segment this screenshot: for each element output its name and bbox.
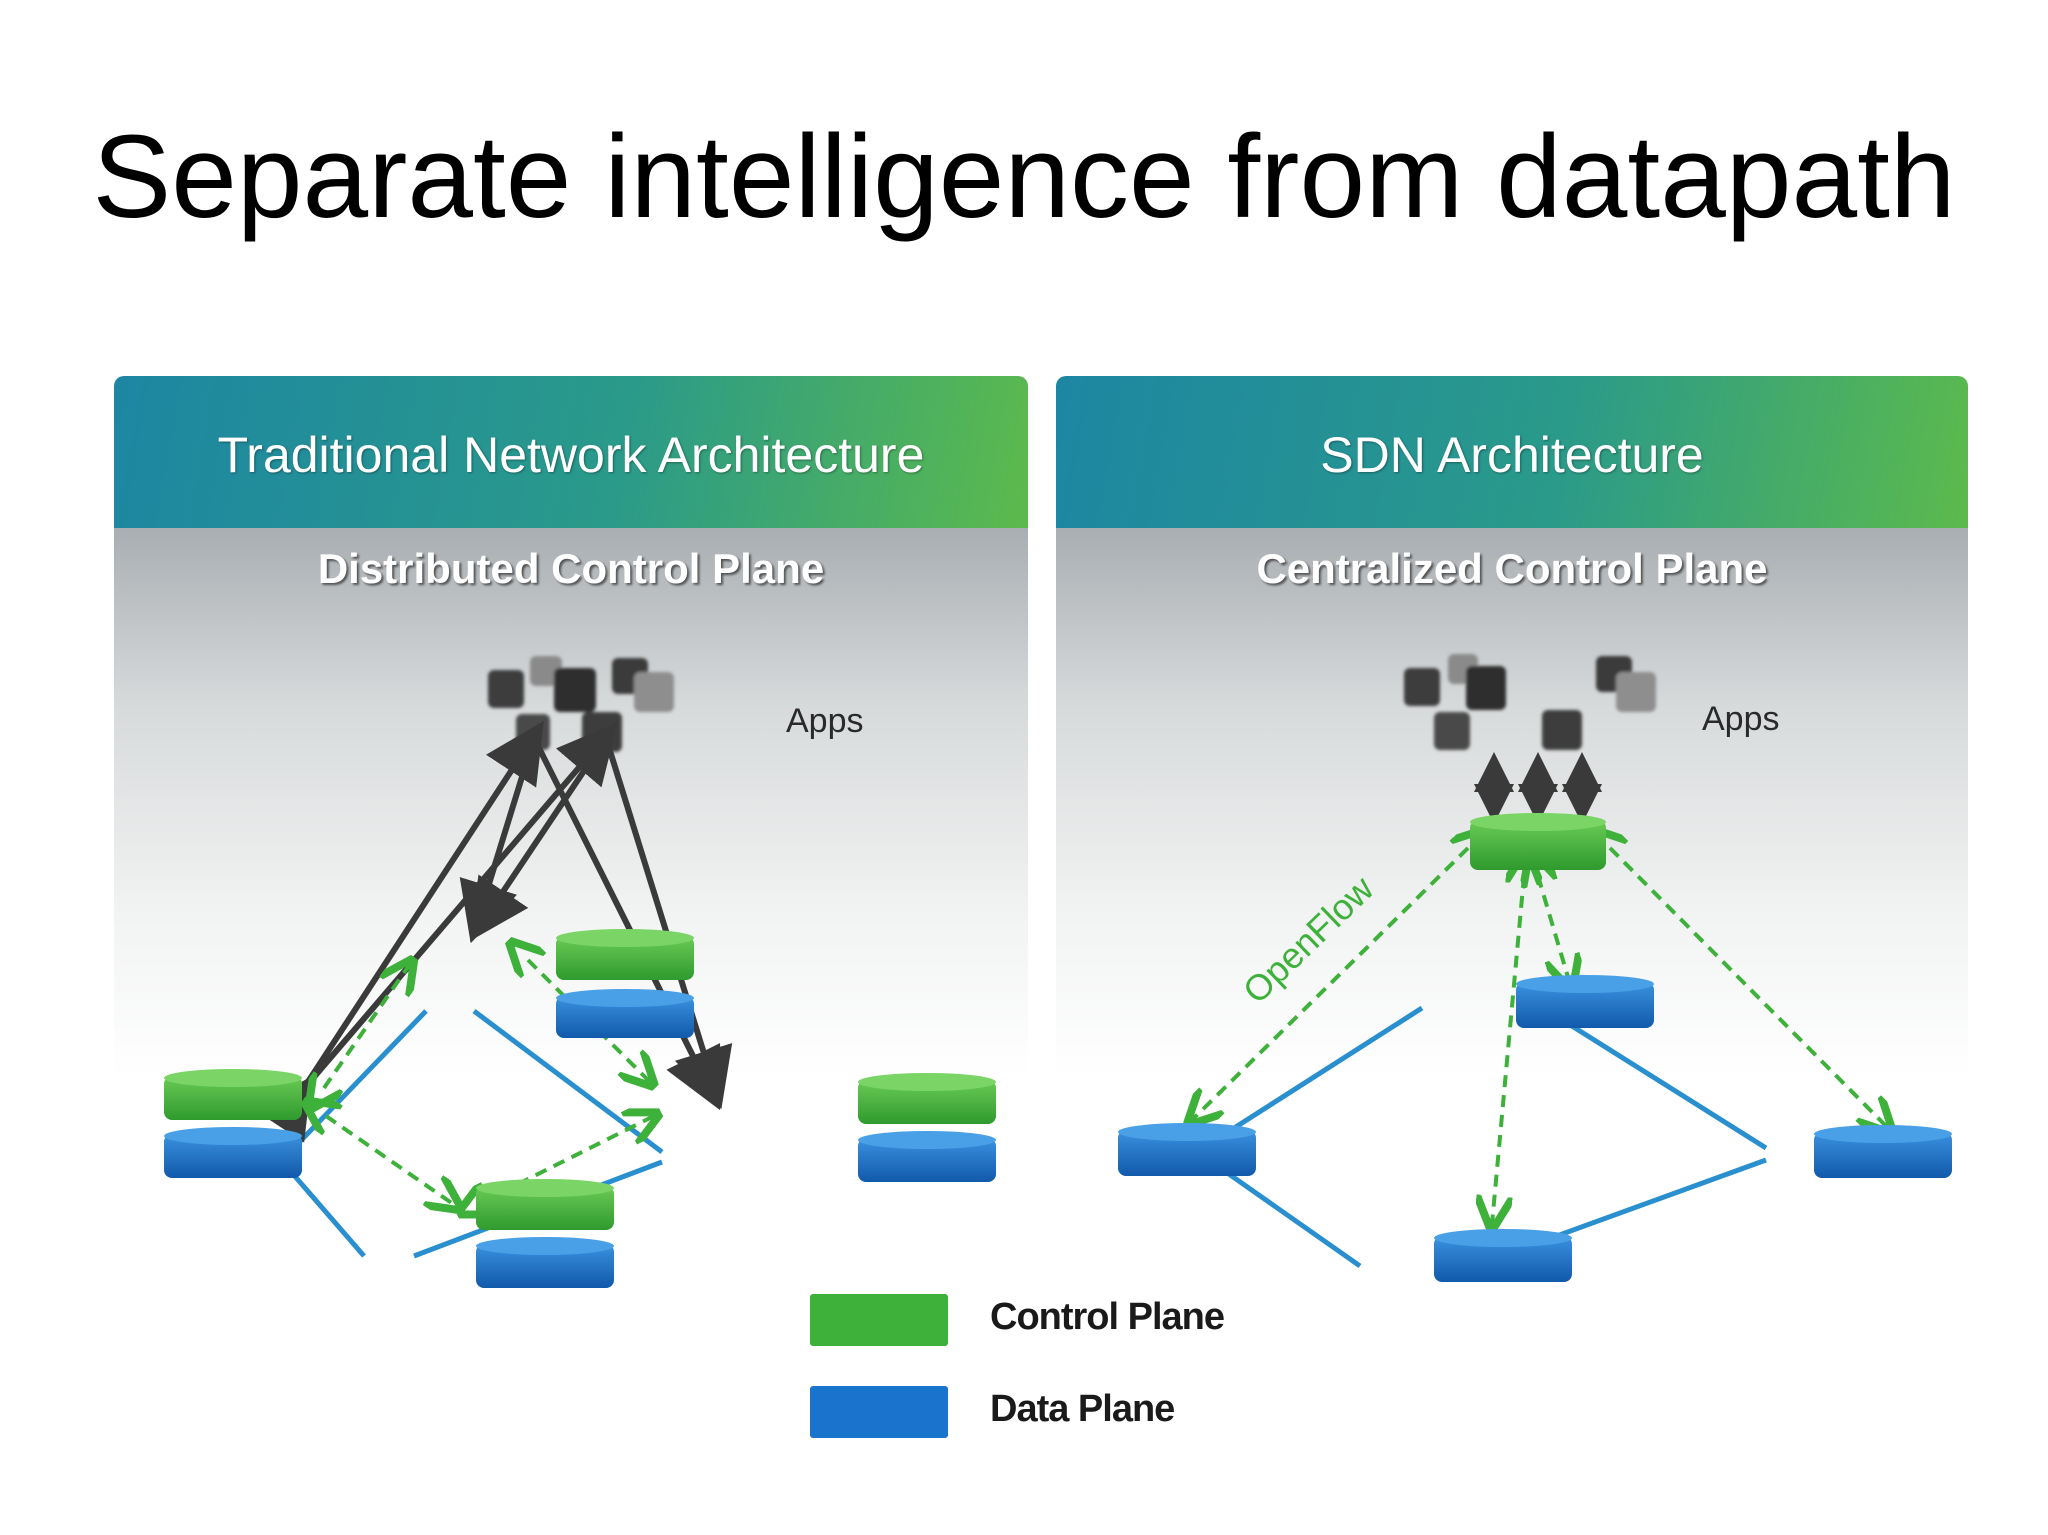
control-plane-node [556,936,694,980]
data-plane-node [476,1244,614,1288]
data-plane-legend-label: Data Plane [990,1388,1175,1430]
sdn-data-links [1204,1005,1768,1269]
data-plane-node [164,1134,302,1178]
control-plane-legend-label: Control Plane [990,1296,1225,1338]
control-plane-swatch [810,1294,948,1346]
sdn-switch-right [1814,1125,1952,1178]
app-block [1404,668,1440,706]
data-link [1554,1013,1768,1151]
app-arrow [253,720,544,1143]
sdn-openflow-links [1192,848,1888,1224]
app-block [554,668,596,712]
app-arrow [603,737,733,1110]
control-link [326,1116,456,1206]
openflow-link [1610,848,1888,1128]
control-link [324,964,410,1088]
sdn-architecture-panel: SDN Architecture Centralized Control Pla… [1056,376,1968,1336]
control-link [482,1116,654,1202]
sdn-panel-header: SDN Architecture [1056,376,1968,528]
traditional-app-blocks [488,656,674,752]
data-plane-node [1118,1130,1256,1176]
app-block [488,670,524,708]
data-plane-node [858,1138,996,1182]
sdn-switch-top [1516,975,1654,1028]
data-plane-node [556,996,694,1038]
sdn-switch-left [1118,1123,1256,1176]
app-block [1542,710,1582,750]
traditional-switch-bottom [476,1179,614,1288]
data-plane-node [1516,982,1654,1028]
traditional-switch-left [164,1069,302,1178]
traditional-diagram [164,656,996,1288]
traditional-panel-header: Traditional Network Architecture [114,376,1028,528]
traditional-switch-top [556,929,694,1038]
openflow-link [1538,876,1570,984]
control-plane-node [858,1080,996,1124]
app-block [1616,672,1656,712]
traditional-architecture-panel: Traditional Network Architecture Distrib… [114,376,1028,1336]
sdn-controller [1470,813,1606,870]
app-block [1434,712,1470,750]
control-plane-node [164,1076,302,1120]
data-plane-node [1434,1236,1572,1282]
app-block [1466,666,1506,710]
data-plane-node [1814,1132,1952,1178]
openflow-link [1492,876,1524,1224]
app-arrow [469,736,609,941]
data-link [284,1164,366,1258]
traditional-panel-subtitle: Distributed Control Plane [317,545,825,592]
sdn-app-arrows [1474,752,1602,824]
slide-title: Separate intelligence from datapath [92,111,1956,243]
sdn-apps-label: Apps [1702,700,1780,738]
openflow-link [1192,848,1468,1120]
sdn-panel-title: SDN Architecture [1320,427,1704,483]
data-plane-swatch [810,1386,948,1438]
sdn-switch-bottom [1434,1229,1572,1282]
control-plane-node [1470,820,1606,870]
sdn-diagram [1118,654,1952,1282]
app-block [634,672,674,712]
control-plane-node [476,1186,614,1230]
sdn-panel-subtitle: Centralized Control Plane [1256,545,1768,592]
traditional-switch-right [858,1073,996,1182]
traditional-apps-label: Apps [786,702,864,740]
traditional-panel-title: Traditional Network Architecture [217,427,925,483]
sdn-app-blocks [1404,654,1656,750]
